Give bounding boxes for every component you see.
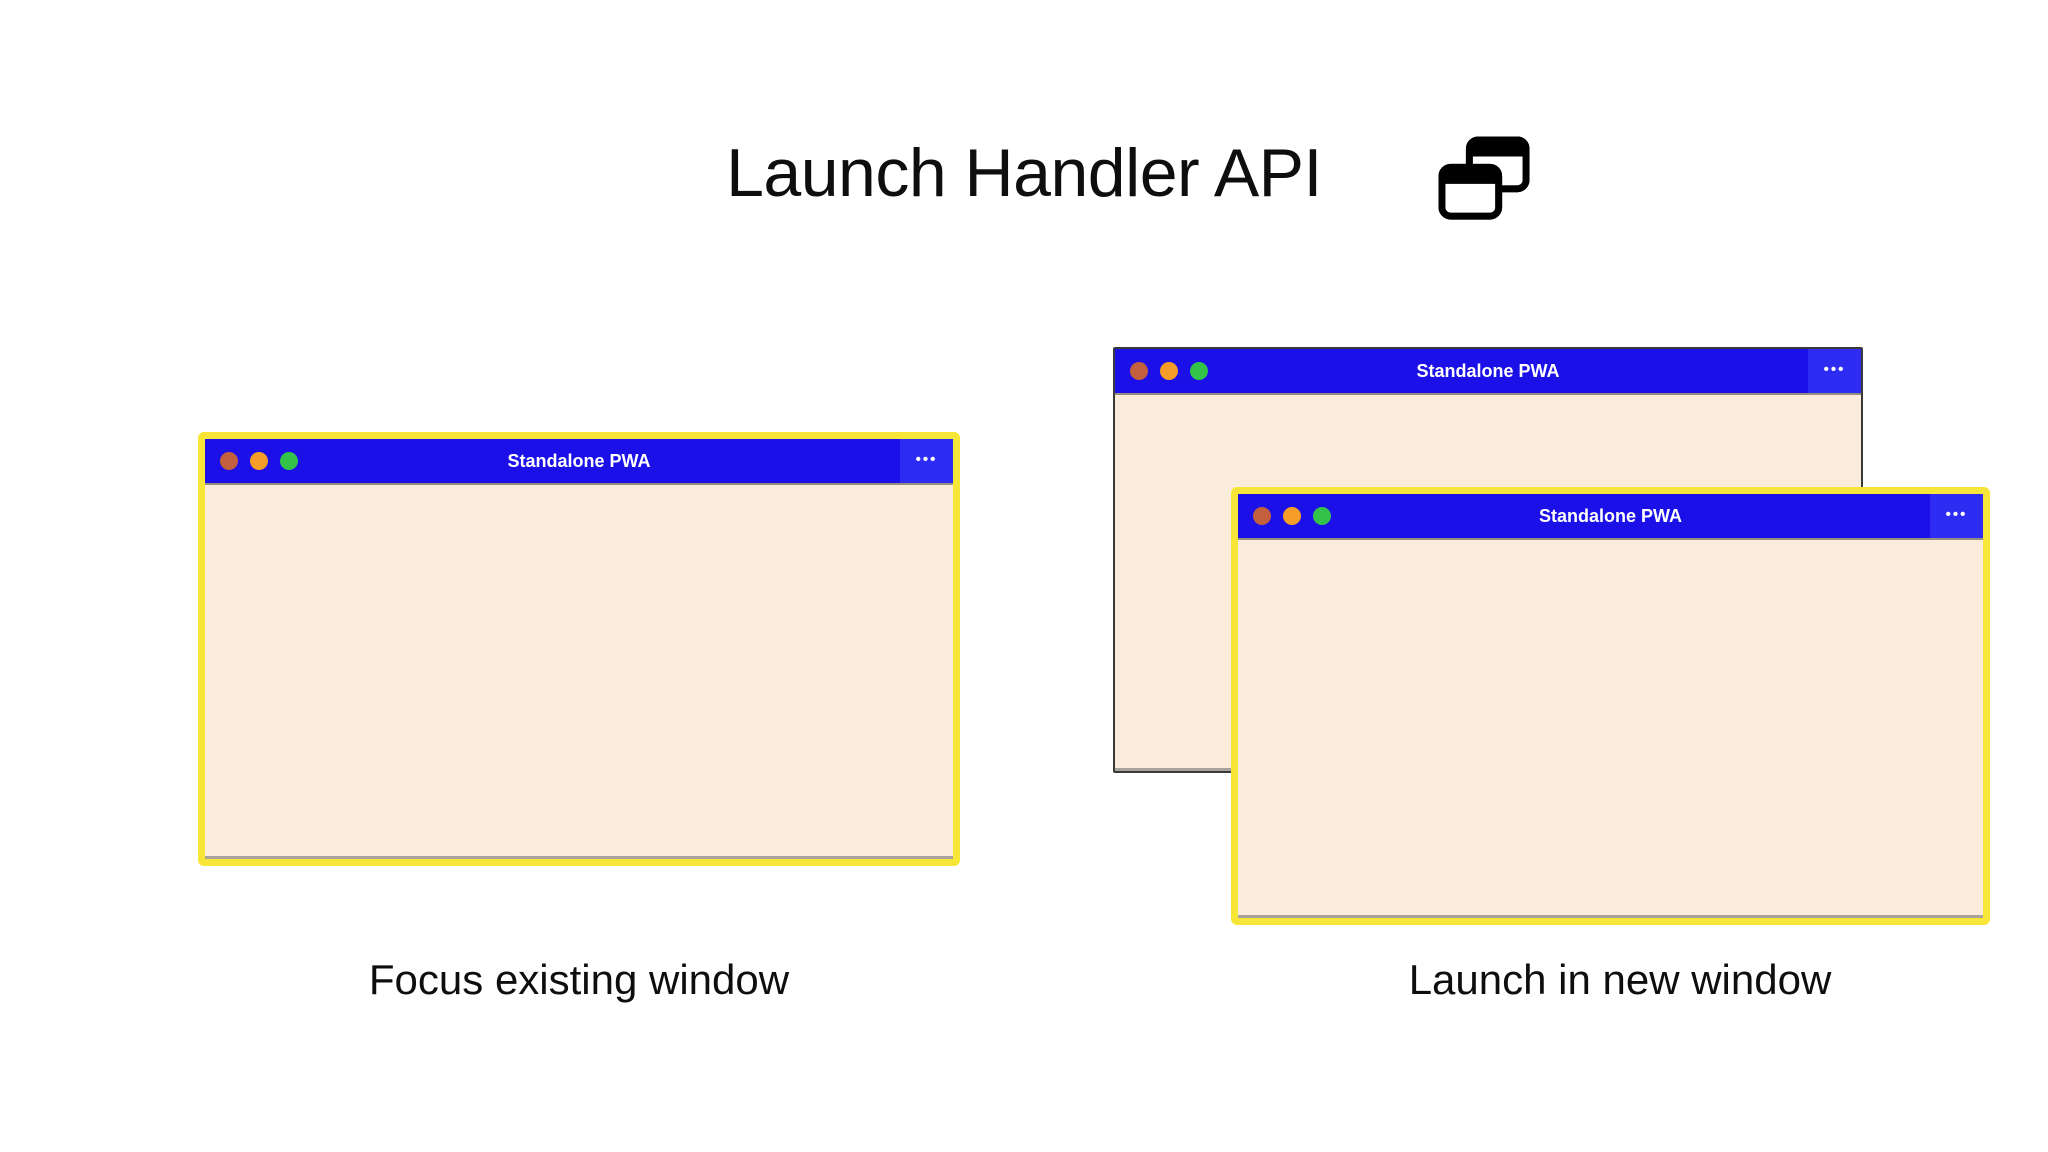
ellipsis-icon: ••• (915, 450, 938, 468)
window-title: Standalone PWA (507, 450, 651, 471)
window-content (205, 483, 953, 859)
maximize-button-dot[interactable] (1190, 362, 1208, 380)
window-content (1238, 538, 1983, 918)
minimize-button-dot[interactable] (250, 452, 268, 470)
ellipsis-icon: ••• (1945, 505, 1968, 523)
window-titlebar: Standalone PWA ••• (1238, 494, 1983, 538)
ellipsis-icon: ••• (1823, 360, 1846, 378)
overlapping-windows-icon (1438, 136, 1530, 220)
close-button-dot[interactable] (220, 452, 238, 470)
minimize-button-dot[interactable] (1160, 362, 1178, 380)
caption-focus-existing: Focus existing window (368, 956, 790, 1003)
close-button-dot[interactable] (1130, 362, 1148, 380)
window-titlebar: Standalone PWA ••• (1115, 349, 1861, 393)
figure-title: Launch Handler API (726, 135, 1322, 211)
ellipsis-menu-button[interactable]: ••• (1930, 494, 1983, 538)
minimize-button-dot[interactable] (1283, 507, 1301, 525)
close-button-dot[interactable] (1253, 507, 1271, 525)
pwa-window-focused-existing: Standalone PWA ••• (198, 432, 960, 866)
caption-launch-new: Launch in new window (1408, 956, 1832, 1003)
pwa-window-new: Standalone PWA ••• (1231, 487, 1990, 925)
traffic-lights (1238, 507, 1331, 525)
window-title: Standalone PWA (1538, 505, 1682, 526)
maximize-button-dot[interactable] (280, 452, 298, 470)
ellipsis-menu-button[interactable]: ••• (1808, 349, 1861, 393)
ellipsis-menu-button[interactable]: ••• (900, 439, 953, 483)
traffic-lights (1115, 362, 1208, 380)
maximize-button-dot[interactable] (1313, 507, 1331, 525)
window-title: Standalone PWA (1416, 360, 1560, 381)
traffic-lights (205, 452, 298, 470)
window-titlebar: Standalone PWA ••• (205, 439, 953, 483)
